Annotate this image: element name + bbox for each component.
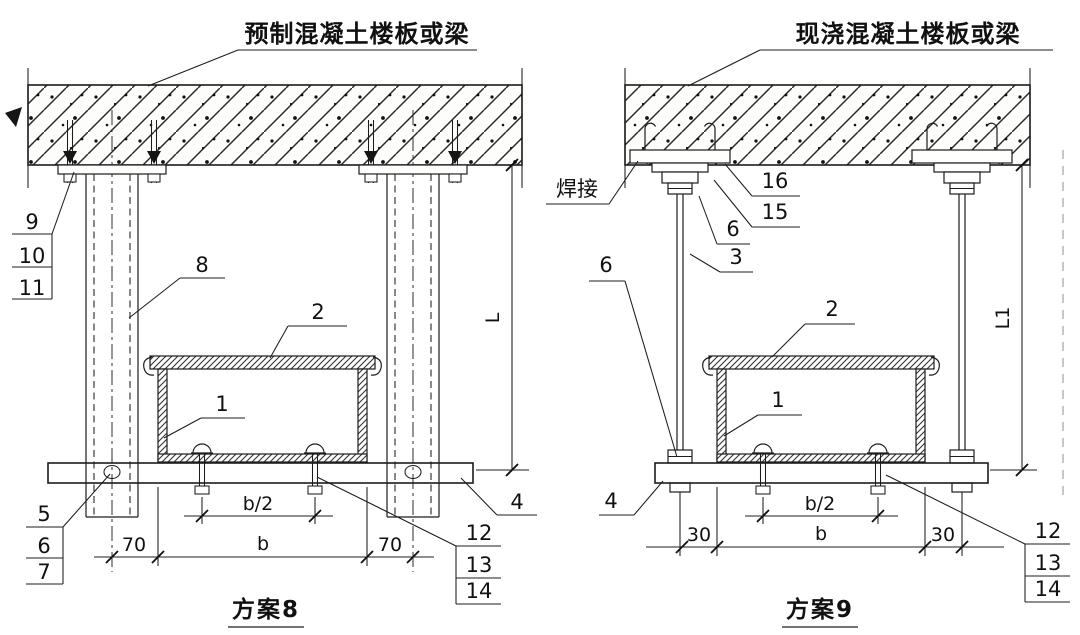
callout-9-label: 9	[25, 210, 38, 234]
anchor-bolt-icon	[147, 151, 161, 164]
hanger-assembly-right	[911, 122, 1013, 556]
anchor-assembly-a	[57, 120, 167, 183]
callout-6-upper-label: 6	[726, 217, 739, 241]
left-title: 预制混凝土楼板或梁	[245, 20, 470, 48]
anchor-bolt-icon	[63, 151, 77, 164]
dim-offset-right: 30	[931, 524, 955, 546]
left-base-plate	[47, 462, 474, 484]
left-diagram: b/2 70 b 70 L 9 10 11 8 2	[5, 20, 537, 628]
dim-height: L	[482, 312, 504, 323]
slab-edge-arrow	[5, 107, 22, 127]
dim-offset-right: 70	[378, 534, 402, 556]
anchor-hook-icon	[985, 122, 998, 150]
callout-15-label: 15	[762, 200, 789, 224]
right-scheme-group: 方案9	[782, 596, 858, 628]
right-cable-tray	[702, 355, 940, 463]
embed-plate	[629, 149, 731, 164]
cover-clip-icon	[702, 356, 714, 376]
left-scheme-group: 方案8	[228, 596, 304, 628]
bracket	[651, 162, 709, 173]
bracket	[933, 162, 991, 173]
plate-hole	[103, 464, 121, 480]
tray-wall-right	[915, 368, 926, 463]
dim-half-width: b/2	[243, 493, 274, 515]
callout-2-label: 2	[825, 297, 838, 321]
clamp-plate-a	[57, 164, 167, 175]
left-scheme-label: 方案8	[232, 596, 300, 623]
left-title-group: 预制混凝土楼板或梁	[147, 20, 477, 87]
tray-cover	[149, 355, 376, 370]
right-callouts: 焊接 16 15 6 3 6 2 1 4 12 13 14	[546, 160, 1070, 603]
right-title-group: 现浇混凝土楼板或梁	[687, 20, 1053, 87]
callout-5-label: 5	[37, 502, 50, 526]
callout-6-label: 6	[37, 534, 50, 558]
callout-4-label: 4	[604, 489, 617, 513]
callout-7-label: 7	[37, 560, 50, 584]
callout-6-lower-label: 6	[599, 253, 612, 277]
right-title: 现浇混凝土楼板或梁	[796, 20, 1021, 48]
left-callouts: 9 10 11 8 2 1 5 6 7 4 12 13 14	[12, 171, 537, 605]
anchor-hook-icon	[644, 122, 657, 150]
callout-1-label: 1	[771, 388, 784, 412]
callout-12-label: 12	[466, 521, 493, 545]
callout-16-label: 16	[762, 169, 789, 193]
dim-half-width: b/2	[805, 493, 836, 515]
cover-clip-icon	[928, 356, 940, 376]
tray-bottom	[157, 453, 368, 463]
dim-width: b	[257, 533, 269, 555]
left-cable-tray	[143, 355, 382, 463]
anchor-hook-icon	[703, 122, 716, 150]
tray-wall-right	[357, 368, 368, 463]
weld-label: 焊接	[556, 177, 598, 201]
hanger-assembly-left	[629, 122, 731, 556]
left-slab-hatch	[27, 84, 523, 166]
anchor-assembly-b	[358, 120, 468, 183]
callout-4-label: 4	[510, 490, 523, 514]
tray-wall-left	[157, 368, 168, 463]
callout-1-label: 1	[215, 392, 228, 416]
left-tray-bolts	[191, 443, 326, 495]
anchor-bolt-icon	[448, 151, 462, 164]
callout-2-label: 2	[311, 300, 324, 324]
dim-offset-left: 30	[687, 524, 711, 546]
right-base-plate	[654, 462, 989, 484]
hanger-channel-a	[85, 110, 139, 572]
callout-14-label: 14	[1035, 577, 1062, 601]
dim-height: L1	[992, 307, 1014, 330]
tray-cover	[708, 355, 935, 370]
right-tray-bolts	[752, 443, 889, 495]
left-dimensions: b/2 70 b 70 L	[94, 158, 529, 566]
callout-11-label: 11	[19, 276, 46, 300]
dim-offset-left: 70	[122, 534, 146, 556]
plate-hole	[404, 464, 422, 480]
tray-wall-left	[716, 368, 727, 463]
right-scheme-label: 方案9	[786, 596, 854, 623]
callout-14-label: 14	[466, 579, 493, 603]
callout-8-label: 8	[195, 253, 208, 277]
callout-10-label: 10	[19, 244, 46, 268]
hanger-channel-b	[386, 110, 440, 572]
cover-clip-icon	[143, 356, 155, 376]
clamp-plate-b	[358, 164, 468, 175]
anchor-hook-icon	[926, 122, 939, 150]
callout-13-label: 13	[1035, 551, 1062, 575]
cover-clip-icon	[370, 356, 382, 376]
callout-12-label: 12	[1035, 519, 1062, 543]
callout-3-label: 3	[729, 245, 742, 269]
tray-bottom	[716, 453, 926, 463]
left-concrete-slab	[5, 68, 523, 188]
right-diagram: b/2 30 b 30 L1 焊接 16 15 6 3	[546, 20, 1070, 628]
right-dimensions: b/2 30 b 30 L1	[646, 158, 1037, 556]
embed-plate	[911, 149, 1013, 164]
callout-13-label: 13	[466, 553, 493, 577]
anchor-bolt-icon	[364, 151, 378, 164]
dim-width: b	[815, 523, 827, 545]
